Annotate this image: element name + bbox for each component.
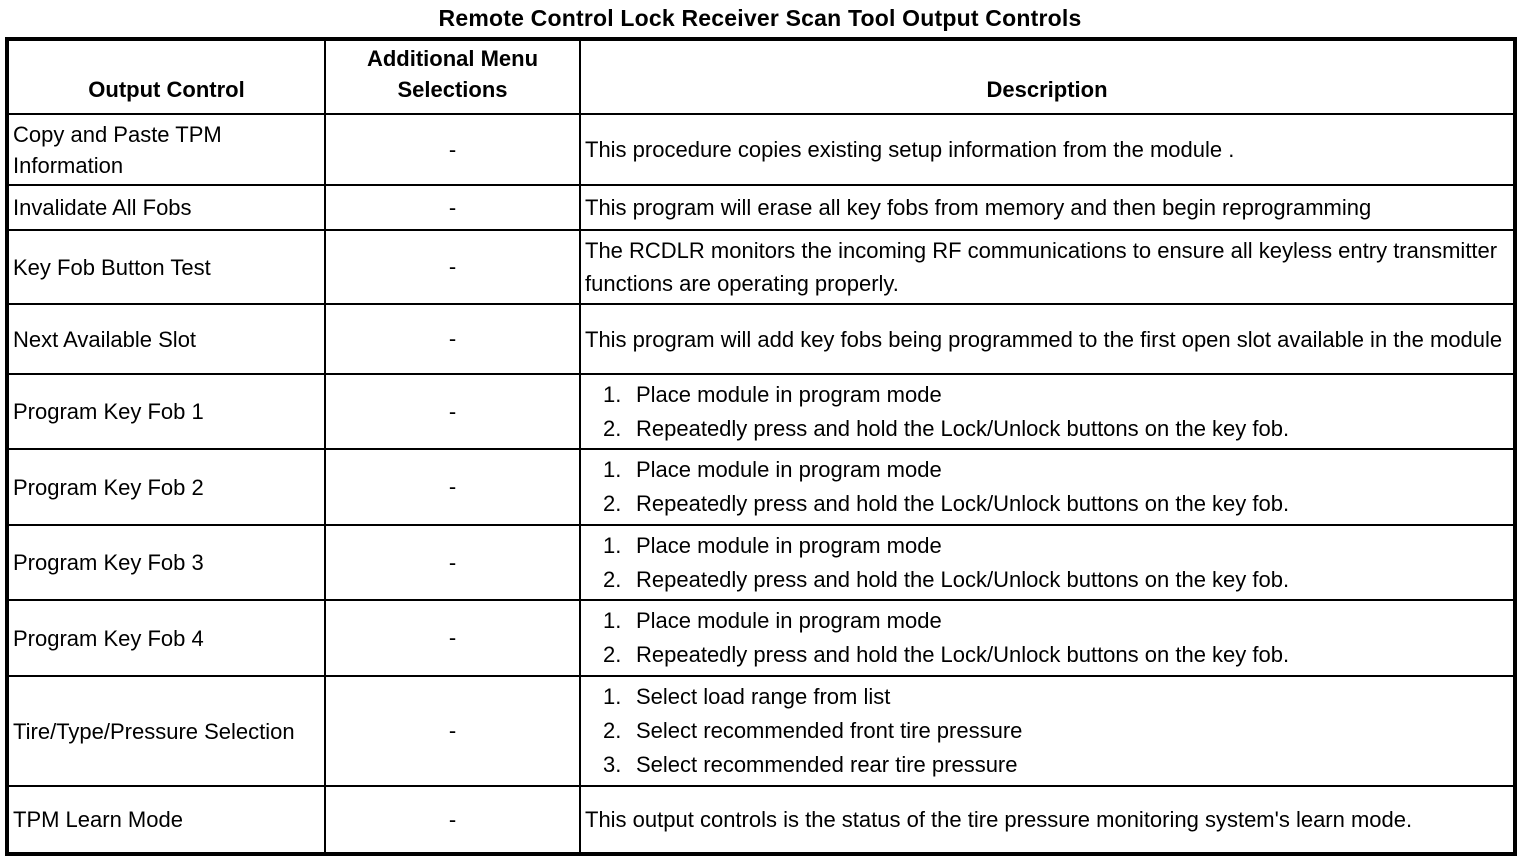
description-list-item: 1. Place module in program mode (585, 604, 1509, 638)
description-cell: 1. Select load range from list 2. Select re… (579, 675, 1516, 787)
table-row: TPM Learn Mode-This output controls is t… (6, 785, 1516, 855)
description-list-item: 1. Place module in program mode (585, 378, 1509, 412)
output-control-cell: Next Available Slot (6, 303, 326, 375)
list-item-text: Place module in program mode (636, 608, 942, 633)
header-additional-menu-selections: Additional Menu Selections (324, 38, 581, 115)
output-control-cell: Tire/Type/Pressure Selection (6, 675, 326, 787)
table-header: Output Control Additional Menu Selection… (6, 38, 1516, 115)
list-item-number: 2. (603, 566, 622, 592)
description-list-item: 2. Repeatedly press and hold the Lock/Unl… (585, 487, 1509, 521)
list-item-number: 1. (603, 457, 622, 482)
output-control-cell: TPM Learn Mode (6, 785, 326, 855)
list-item-text: Repeatedly press and hold the Lock/Unloc… (636, 566, 1290, 592)
description-cell: This output controls is the status of th… (579, 785, 1516, 855)
list-item-number: 2. (603, 718, 622, 743)
output-control-cell: Key Fob Button Test (6, 229, 326, 305)
list-item-text: Repeatedly press and hold the Lock/Unloc… (636, 415, 1290, 441)
list-item-number: 2. (603, 415, 622, 441)
description-list-item: 2. Repeatedly press and hold the Lock/Unl… (585, 638, 1509, 672)
description-list-item: 3. Select recommended rear tire pressure (585, 748, 1509, 782)
description-cell: 1. Place module in program mode 2. Repeated… (579, 373, 1516, 450)
additional-menu-cell: - (324, 373, 581, 450)
output-control-cell: Invalidate All Fobs (6, 184, 326, 231)
header-description: Description (579, 38, 1516, 115)
table-row: Next Available Slot-This program will ad… (6, 303, 1516, 375)
list-item-text: Place module in program mode (636, 532, 942, 558)
description-list-item: 2. Repeatedly press and hold the Lock/Unl… (585, 412, 1509, 446)
list-item-text: Place module in program mode (636, 381, 942, 407)
table-row: Program Key Fob 2-1. Place module in prog… (6, 448, 1516, 526)
description-list-item: 2. Repeatedly press and hold the Lock/Unl… (585, 563, 1509, 597)
list-item-number: 1. (603, 381, 622, 407)
additional-menu-cell: - (324, 113, 581, 186)
additional-menu-cell: - (324, 599, 581, 677)
table-row: Program Key Fob 4-1. Place module in prog… (6, 599, 1516, 677)
description-cell: The RCDLR monitors the incoming RF commu… (579, 229, 1516, 305)
table-row: Key Fob Button Test-The RCDLR monitors t… (6, 229, 1516, 305)
header-output-control: Output Control (6, 38, 326, 115)
list-item-number: 1. (603, 608, 622, 633)
description-cell: This procedure copies existing setup inf… (579, 113, 1516, 186)
list-item-text: Repeatedly press and hold the Lock/Unloc… (636, 491, 1290, 516)
additional-menu-cell: - (324, 303, 581, 375)
additional-menu-cell: - (324, 448, 581, 526)
additional-menu-cell: - (324, 675, 581, 787)
table-row: Tire/Type/Pressure Selection-1. Select lo… (6, 675, 1516, 787)
header-row: Output Control Additional Menu Selection… (6, 38, 1516, 115)
output-control-cell: Program Key Fob 4 (6, 599, 326, 677)
additional-menu-cell: - (324, 785, 581, 855)
table-row: Invalidate All Fobs-This program will er… (6, 184, 1516, 231)
description-cell: This program will add key fobs being pro… (579, 303, 1516, 375)
output-control-cell: Copy and Paste TPM Information (6, 113, 326, 186)
additional-menu-cell: - (324, 229, 581, 305)
table-row: Copy and Paste TPM Information-This proc… (6, 113, 1516, 186)
list-item-number: 1. (603, 532, 622, 558)
list-item-text: Select recommended rear tire pressure (636, 752, 1018, 777)
output-control-cell: Program Key Fob 2 (6, 448, 326, 526)
description-list-item: 2. Select recommended front tire pressure (585, 714, 1509, 748)
list-item-text: Repeatedly press and hold the Lock/Unloc… (636, 642, 1290, 667)
description-cell: 1. Place module in program mode 2. Repeated… (579, 524, 1516, 601)
page-title: Remote Control Lock Receiver Scan Tool O… (438, 5, 1082, 31)
description-cell: This program will erase all key fobs fro… (579, 184, 1516, 231)
description-cell: 1. Place module in program mode 2. Repeated… (579, 448, 1516, 526)
table-body: Copy and Paste TPM Information-This proc… (6, 113, 1516, 855)
description-list-item: 1. Place module in program mode (585, 529, 1509, 563)
list-item-number: 2. (603, 642, 622, 667)
additional-menu-cell: - (324, 184, 581, 231)
output-control-cell: Program Key Fob 3 (6, 524, 326, 601)
list-item-text: Place module in program mode (636, 457, 942, 482)
list-item-text: Select recommended front tire pressure (636, 718, 1023, 743)
description-list-item: 1. Select load range from list (585, 680, 1509, 714)
description-list-item: 1. Place module in program mode (585, 453, 1509, 487)
additional-menu-cell: - (324, 524, 581, 601)
table-row: Program Key Fob 1-1. Place module in prog… (6, 373, 1516, 450)
list-item-number: 1. (603, 684, 622, 709)
list-item-text: Select load range from list (636, 684, 891, 709)
table-row: Program Key Fob 3-1. Place module in prog… (6, 524, 1516, 601)
output-control-cell: Program Key Fob 1 (6, 373, 326, 450)
list-item-number: 2. (603, 491, 622, 516)
description-cell: 1. Place module in program mode 2. Repeated… (579, 599, 1516, 677)
list-item-number: 3. (603, 752, 622, 777)
output-controls-table: Output Control Additional Menu Selection… (5, 37, 1517, 856)
